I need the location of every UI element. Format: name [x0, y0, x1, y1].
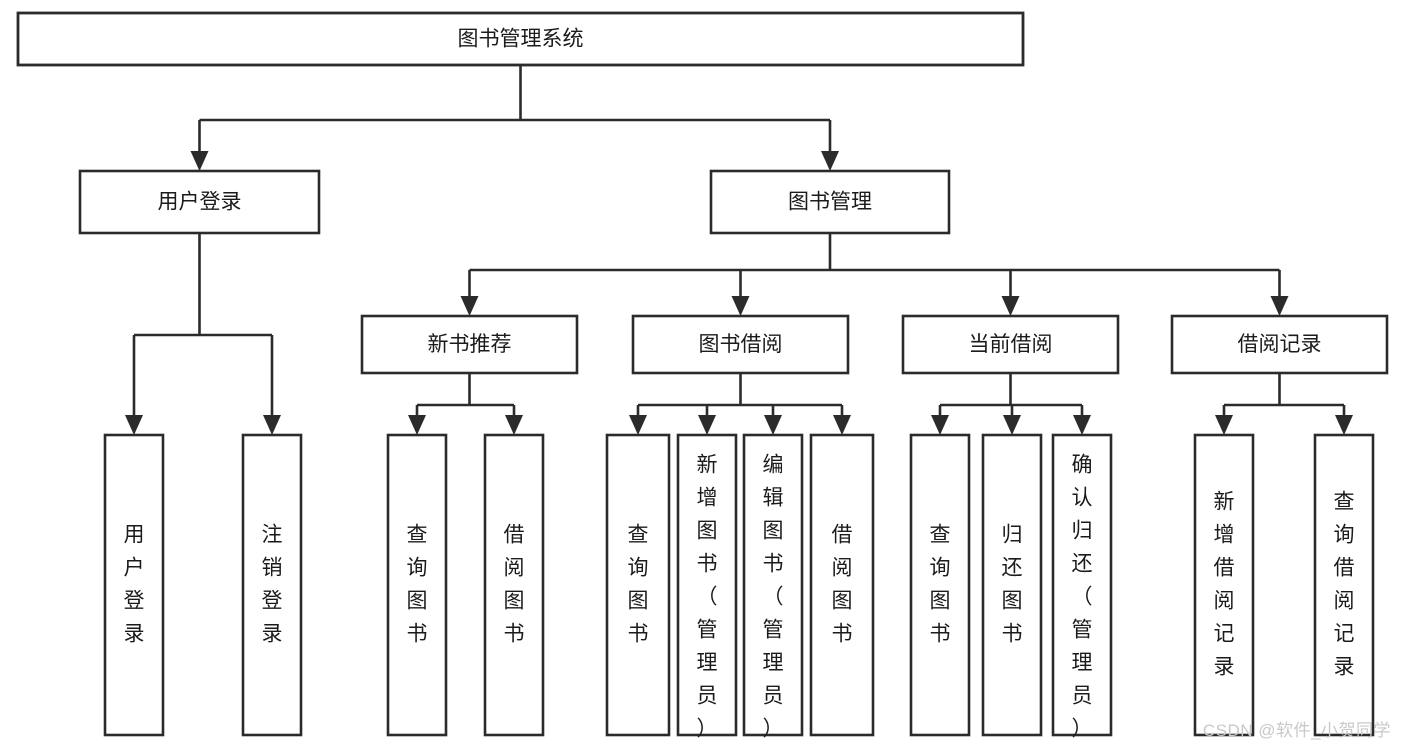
node-leaf-return-book[interactable]: 归还图书 — [981, 433, 1043, 737]
node-box-root — [16, 11, 1025, 67]
connector-group-user-login — [125, 233, 281, 435]
node-label-leaf-user-logout: 注销登录 — [262, 523, 283, 645]
node-leaf-query-book-2[interactable]: 查询图书 — [605, 433, 671, 737]
node-box-leaf-user-login — [103, 433, 165, 737]
node-box-new-book-recommend — [360, 314, 579, 375]
node-box-leaf-user-logout — [241, 433, 303, 737]
arrow-head-icon — [833, 415, 851, 435]
arrow-head-icon — [460, 296, 479, 316]
node-box-book-borrow — [631, 314, 850, 375]
arrow-head-icon — [764, 415, 782, 435]
node-root[interactable]: 图书管理系统 — [16, 11, 1025, 67]
node-new-book-recommend[interactable]: 新书推荐 — [360, 314, 579, 375]
node-label-leaf-confirm-return-admin: 确认归还（管理员） — [1072, 453, 1093, 740]
node-box-leaf-edit-book-admin — [742, 433, 804, 737]
node-label-leaf-query-book-3: 查询图书 — [930, 523, 951, 645]
node-box-book-management — [709, 169, 951, 235]
arrow-head-icon — [698, 415, 716, 435]
node-label-book-borrow: 图书借阅 — [699, 333, 783, 356]
node-leaf-add-borrow-record[interactable]: 新增借阅记录 — [1193, 433, 1255, 737]
node-book-borrow[interactable]: 图书借阅 — [631, 314, 850, 375]
node-label-leaf-add-book-admin: 新增图书（管理员） — [697, 453, 718, 740]
node-box-leaf-confirm-return-admin — [1051, 433, 1113, 737]
node-box-leaf-query-book-3 — [909, 433, 971, 737]
node-label-book-management: 图书管理 — [788, 191, 872, 214]
connector-group-borrow-record — [1215, 373, 1353, 435]
arrow-head-icon — [408, 415, 426, 435]
node-leaf-user-login[interactable]: 用户登录 — [103, 433, 165, 737]
node-book-management[interactable]: 图书管理 — [709, 169, 951, 235]
node-label-leaf-query-book-2: 查询图书 — [628, 523, 649, 645]
arrow-head-icon — [1335, 415, 1353, 435]
node-box-leaf-query-borrow-record — [1313, 433, 1375, 737]
arrow-head-icon — [125, 415, 143, 435]
node-label-new-book-recommend: 新书推荐 — [428, 333, 512, 356]
node-box-leaf-borrow-book-2 — [809, 433, 875, 737]
node-leaf-confirm-return-admin[interactable]: 确认归还（管理员） — [1051, 433, 1113, 740]
arrow-head-icon — [1215, 415, 1233, 435]
node-label-leaf-return-book: 归还图书 — [1002, 523, 1023, 645]
node-label-current-borrow: 当前借阅 — [969, 333, 1053, 356]
connectors-layer — [125, 65, 1353, 435]
node-user-login[interactable]: 用户登录 — [78, 169, 321, 235]
node-leaf-query-book-3[interactable]: 查询图书 — [909, 433, 971, 737]
node-label-leaf-query-book-1: 查询图书 — [407, 523, 428, 645]
node-box-leaf-return-book — [981, 433, 1043, 737]
connector-group-book-management — [460, 233, 1289, 316]
node-label-leaf-edit-book-admin: 编辑图书（管理员） — [763, 453, 784, 740]
node-leaf-query-borrow-record[interactable]: 查询借阅记录 — [1313, 433, 1375, 737]
arrow-head-icon — [1073, 415, 1091, 435]
node-label-borrow-record: 借阅记录 — [1238, 333, 1322, 356]
connector-group-root — [190, 65, 839, 171]
csdn-watermark: CSDN @软件_小贺同学 — [1202, 721, 1391, 740]
node-current-borrow[interactable]: 当前借阅 — [901, 314, 1120, 375]
node-box-current-borrow — [901, 314, 1120, 375]
node-label-leaf-query-borrow-record: 查询借阅记录 — [1334, 490, 1355, 678]
node-box-leaf-query-book-1 — [386, 433, 448, 737]
node-leaf-edit-book-admin[interactable]: 编辑图书（管理员） — [742, 433, 804, 740]
connector-group-current-borrow — [931, 373, 1091, 435]
arrow-head-icon — [1270, 296, 1289, 316]
arrow-head-icon — [1001, 296, 1020, 316]
connector-group-new-book-recommend — [408, 373, 523, 435]
node-box-leaf-add-book-admin — [676, 433, 738, 737]
node-label-leaf-borrow-book-1: 借阅图书 — [504, 523, 525, 645]
nodes-layer: 图书管理系统用户登录图书管理新书推荐图书借阅当前借阅借阅记录用户登录注销登录查询… — [16, 11, 1389, 740]
node-leaf-user-logout[interactable]: 注销登录 — [241, 433, 303, 737]
node-box-leaf-add-borrow-record — [1193, 433, 1255, 737]
arrow-head-icon — [629, 415, 647, 435]
node-label-leaf-add-borrow-record: 新增借阅记录 — [1214, 490, 1235, 678]
arrow-head-icon — [731, 296, 750, 316]
arrow-head-icon — [1003, 415, 1021, 435]
node-box-borrow-record — [1170, 314, 1389, 375]
node-label-root: 图书管理系统 — [458, 28, 584, 51]
arrow-head-icon — [505, 415, 523, 435]
node-leaf-query-book-1[interactable]: 查询图书 — [386, 433, 448, 737]
arrow-head-icon — [190, 151, 209, 171]
node-box-user-login — [78, 169, 321, 235]
arrow-head-icon — [263, 415, 281, 435]
node-leaf-add-book-admin[interactable]: 新增图书（管理员） — [676, 433, 738, 740]
node-leaf-borrow-book-2[interactable]: 借阅图书 — [809, 433, 875, 737]
node-leaf-borrow-book-1[interactable]: 借阅图书 — [483, 433, 545, 737]
node-box-leaf-query-book-2 — [605, 433, 671, 737]
connector-group-book-borrow — [629, 373, 851, 435]
node-label-user-login: 用户登录 — [158, 191, 242, 214]
node-borrow-record[interactable]: 借阅记录 — [1170, 314, 1389, 375]
arrow-head-icon — [931, 415, 949, 435]
arrow-head-icon — [821, 151, 839, 171]
node-label-leaf-user-login: 用户登录 — [124, 523, 145, 645]
node-label-leaf-borrow-book-2: 借阅图书 — [832, 523, 853, 645]
node-box-leaf-borrow-book-1 — [483, 433, 545, 737]
